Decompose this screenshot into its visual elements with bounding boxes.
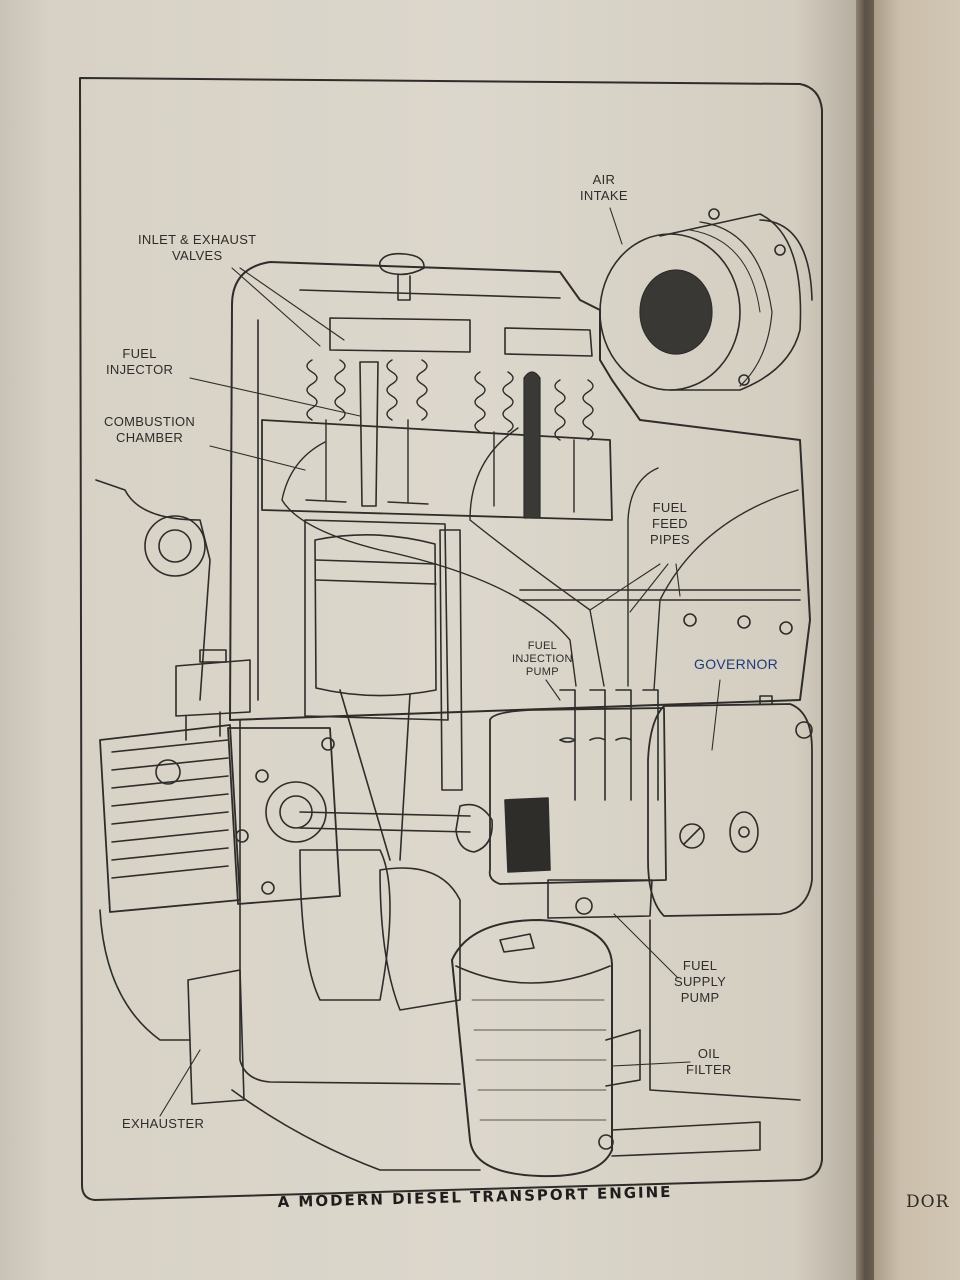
book-spine-gutter xyxy=(856,0,876,1280)
label-air-intake: AIR INTAKE xyxy=(580,172,628,204)
label-governor: GOVERNOR xyxy=(694,656,779,672)
label-line: FEED xyxy=(651,516,688,531)
label-line: INJECTION xyxy=(512,653,573,665)
label-combustion-chamber: COMBUSTION CHAMBER xyxy=(104,414,195,446)
governor-housing xyxy=(647,695,813,917)
label-line: FUEL xyxy=(652,500,688,515)
facing-page-text: DOR xyxy=(906,1192,950,1212)
label-line: FUEL xyxy=(682,958,718,973)
exhauster-unit xyxy=(95,479,341,1105)
fuel-feed-pipes xyxy=(281,427,799,691)
air-intake xyxy=(599,208,813,391)
oil-filter xyxy=(451,919,641,1178)
leader-lines xyxy=(159,207,721,1117)
label-line: INLET & EXHAUST xyxy=(138,232,257,247)
valve-springs xyxy=(305,359,594,513)
valve-spring-4 xyxy=(554,379,594,513)
fuel-injection-pump xyxy=(488,689,667,919)
label-fuel-injection-pump: FUEL INJECTION PUMP xyxy=(512,640,573,679)
label-fuel-feed-pipes: FUEL FEED PIPES xyxy=(650,500,690,548)
label-line: CHAMBER xyxy=(116,430,184,445)
label-line: PIPES xyxy=(650,532,690,547)
label-inlet-exhaust-valves: INLET & EXHAUST VALVES xyxy=(138,232,256,264)
label-fuel-supply-pump: FUEL SUPPLY PUMP xyxy=(674,958,726,1006)
label-line: FILTER xyxy=(686,1062,732,1077)
valve-spring-3 xyxy=(474,371,514,507)
illustration-frame xyxy=(79,77,823,1201)
label-line: INTAKE xyxy=(580,188,628,203)
label-line: OIL xyxy=(697,1046,720,1061)
label-line: INJECTOR xyxy=(106,362,174,377)
label-line: SUPPLY xyxy=(674,974,727,989)
valve-spring-1 xyxy=(305,359,347,503)
engine-block xyxy=(229,261,811,1085)
label-line: AIR xyxy=(592,172,616,187)
label-line: PUMP xyxy=(680,990,720,1005)
sump xyxy=(231,919,801,1171)
label-line: FUEL xyxy=(122,346,157,361)
label-line: VALVES xyxy=(171,248,223,263)
label-line: COMBUSTION xyxy=(104,414,196,429)
label-line: PUMP xyxy=(525,666,559,678)
label-line: FUEL xyxy=(527,640,558,652)
valve-spring-2 xyxy=(386,359,429,505)
right-book-page xyxy=(874,0,960,1280)
label-oil-filter: OIL FILTER xyxy=(686,1046,732,1078)
piston-and-cylinder xyxy=(299,519,463,1011)
fuel-injector-nozzle xyxy=(359,361,541,519)
drive-shaft xyxy=(299,803,493,853)
label-exhauster: EXHAUSTER xyxy=(122,1116,205,1131)
label-fuel-injector: FUEL INJECTOR xyxy=(106,346,173,378)
